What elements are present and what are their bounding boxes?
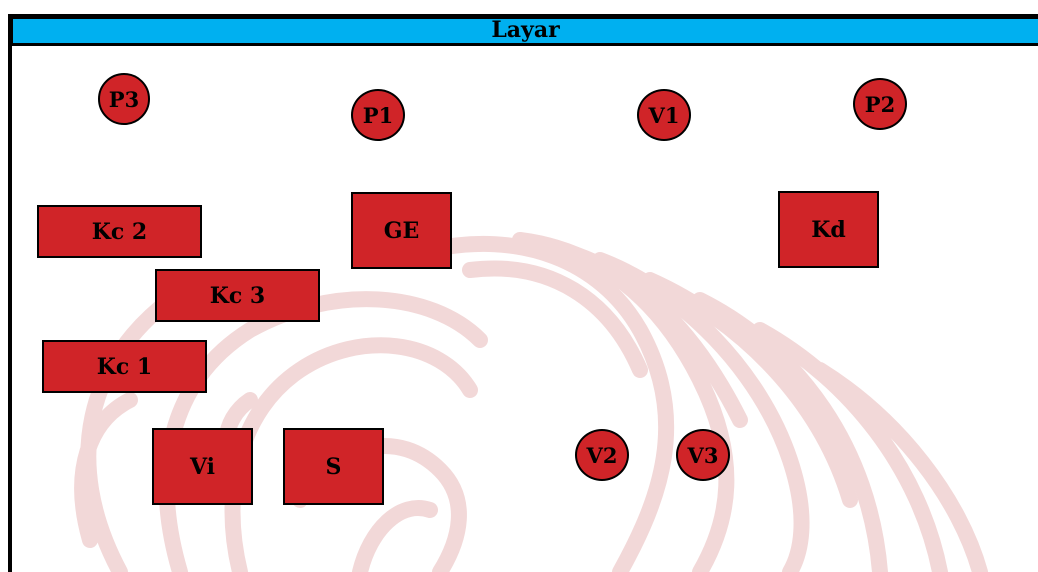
- equipment-kc3: Kc 3: [155, 269, 320, 322]
- screen-label: Layar: [491, 17, 560, 43]
- equipment-kc1: Kc 1: [42, 340, 207, 393]
- equipment-s: S: [283, 428, 384, 505]
- equipment-kd-label: Kd: [811, 216, 846, 243]
- marker-v1-label: V1: [648, 102, 680, 128]
- screen-bar: Layar: [10, 16, 1038, 46]
- equipment-s-label: S: [325, 453, 342, 480]
- equipment-kc2: Kc 2: [37, 205, 202, 258]
- marker-p2: P2: [853, 78, 907, 130]
- marker-v2-label: V2: [586, 442, 618, 468]
- marker-p1-label: P1: [362, 102, 394, 128]
- equipment-kc1-label: Kc 1: [96, 353, 153, 380]
- marker-v3: V3: [676, 429, 730, 481]
- marker-v2: V2: [575, 429, 629, 481]
- marker-v1: V1: [637, 89, 691, 141]
- equipment-kc3-label: Kc 3: [209, 282, 266, 309]
- equipment-ge-label: GE: [383, 217, 420, 244]
- marker-v3-label: V3: [687, 442, 719, 468]
- equipment-vi-label: Vi: [189, 453, 216, 480]
- marker-p2-label: P2: [864, 91, 896, 117]
- marker-p3-label: P3: [108, 86, 140, 112]
- marker-p1: P1: [351, 89, 405, 141]
- equipment-vi: Vi: [152, 428, 253, 505]
- marker-p3: P3: [98, 73, 150, 125]
- equipment-kc2-label: Kc 2: [91, 218, 148, 245]
- equipment-kd: Kd: [778, 191, 879, 268]
- equipment-ge: GE: [351, 192, 452, 269]
